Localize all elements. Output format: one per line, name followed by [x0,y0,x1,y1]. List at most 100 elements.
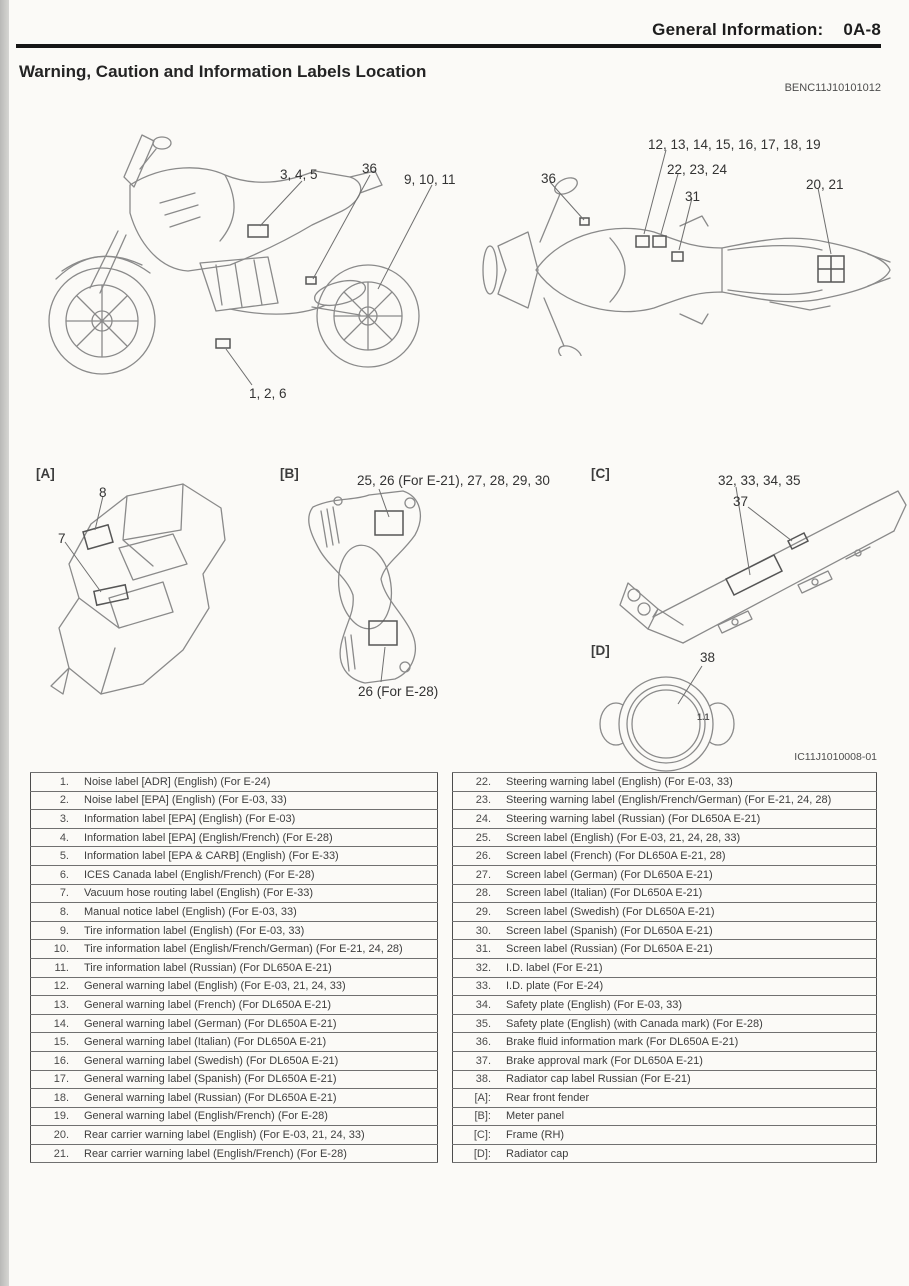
row-description: Screen label (Swedish) (For DL650A E-21) [498,902,877,922]
row-description: Safety plate (English) (For E-03, 33) [498,995,877,1015]
table-row: 14.General warning label (German) (For D… [30,1013,438,1034]
row-number: 5. [30,846,76,866]
callout-36-side: 36 [362,161,378,176]
row-number: 18. [30,1088,76,1108]
row-description: General warning label (French) (For DL65… [76,995,438,1015]
callout-22-23-24: 22, 23, 24 [667,162,728,177]
table-row: 38.Radiator cap label Russian (For E-21) [452,1069,877,1090]
row-number: 4. [30,827,76,848]
table-row: 35.Safety plate (English) (with Canada m… [452,1013,877,1034]
document-code: BENC11J10101012 [784,82,881,94]
row-number: 14. [30,1013,76,1034]
radiator-cap-drawing [599,665,735,772]
row-number: 32. [452,957,498,978]
row-number: 26. [452,846,498,866]
callout-8: 8 [99,485,107,500]
row-number: 36. [452,1032,498,1052]
row-description: Information label [EPA] (English) (For E… [76,809,438,829]
row-number: 19. [30,1106,76,1127]
row-description: Manual notice label (English) (For E-03,… [76,902,438,922]
detail-c-tag: [C] [591,466,610,481]
row-description: General warning label (German) (For DL65… [76,1013,438,1034]
table-row: 7.Vacuum hose routing label (English) (F… [30,883,438,904]
table-row: 13.General warning label (French) (For D… [30,995,438,1015]
table-row: 8.Manual notice label (English) (For E-0… [30,902,438,922]
row-description: General warning label (English/French) (… [76,1106,438,1127]
row-number: 24. [452,809,498,829]
table-row: 1.Noise label [ADR] (English) (For E-24) [30,772,438,792]
table-row: 24.Steering warning label (Russian) (For… [452,809,877,829]
header-section-title: General Information: [652,20,824,39]
row-number: 15. [30,1032,76,1052]
table-row: 36.Brake fluid information mark (For DL6… [452,1032,877,1052]
label-table-right: 22.Steering warning label (English) (For… [452,772,877,1164]
row-description: General warning label (Spanish) (For DL6… [76,1069,438,1090]
callout-12-19: 12, 13, 14, 15, 16, 17, 18, 19 [648,137,821,152]
callout-31: 31 [685,189,701,204]
row-description: Safety plate (English) (with Canada mark… [498,1013,877,1034]
row-number: 9. [30,920,76,941]
table-row: 34.Safety plate (English) (For E-03, 33) [452,995,877,1015]
table-row: 26.Screen label (French) (For DL650A E-2… [452,846,877,866]
table-row: 28.Screen label (Italian) (For DL650A E-… [452,883,877,904]
header-rule [16,44,881,48]
table-row: 25.Screen label (English) (For E-03, 21,… [452,827,877,848]
row-number: [D]: [452,1143,498,1164]
table-row: 37.Brake approval mark (For DL650A E-21) [452,1050,877,1071]
callout-26-e28: 26 (For E-28) [358,684,439,699]
table-row: [B]:Meter panel [452,1106,877,1127]
row-number: 28. [452,883,498,904]
callout-9-10-11: 9, 10, 11 [404,172,456,187]
row-number: 34. [452,995,498,1015]
row-description: Screen label (Italian) (For DL650A E-21) [498,883,877,904]
row-description: Frame (RH) [498,1125,877,1145]
table-row: [D]:Radiator cap [452,1143,877,1164]
row-description: Brake fluid information mark (For DL650A… [498,1032,877,1052]
row-description: Tire information label (English) (For E-… [76,920,438,941]
row-description: Radiator cap label Russian (For E-21) [498,1069,877,1090]
row-description: Screen label (Russian) (For DL650A E-21) [498,939,877,959]
table-row: 9.Tire information label (English) (For … [30,920,438,941]
row-description: General warning label (Italian) (For DL6… [76,1032,438,1052]
callout-38: 38 [700,650,716,665]
row-description: Screen label (English) (For E-03, 21, 24… [498,827,877,848]
row-number: 23. [452,790,498,811]
row-number: 2. [30,790,76,811]
row-number: 22. [452,772,498,792]
callout-20-21: 20, 21 [806,177,844,192]
callout-7: 7 [58,531,66,546]
table-row: 21.Rear carrier warning label (English/F… [30,1143,438,1164]
row-number: 35. [452,1013,498,1034]
row-number: 33. [452,976,498,997]
detail-d-tag: [D] [591,643,610,658]
row-description: Rear carrier warning label (English) (Fo… [76,1125,438,1145]
row-number: 17. [30,1069,76,1090]
row-number: 29. [452,902,498,922]
row-description: Rear carrier warning label (English/Fren… [76,1143,438,1164]
row-description: Meter panel [498,1106,877,1127]
table-row: 29.Screen label (Swedish) (For DL650A E-… [452,902,877,922]
row-number: 6. [30,864,76,885]
table-row: 20.Rear carrier warning label (English) … [30,1125,438,1145]
row-number: [C]: [452,1125,498,1145]
table-row: 16.General warning label (Swedish) (For … [30,1050,438,1071]
motorcycle-side-view-drawing [48,134,433,386]
row-number: 30. [452,920,498,941]
table-row: 12.General warning label (English) (For … [30,976,438,997]
row-number: 37. [452,1050,498,1071]
row-description: Steering warning label (English) (For E-… [498,772,877,792]
row-number: 16. [30,1050,76,1071]
callout-3-4-5: 3, 4, 5 [280,167,318,182]
table-row: 3.Information label [EPA] (English) (For… [30,809,438,829]
row-number: 21. [30,1143,76,1164]
meter-panel-drawing [308,488,421,684]
row-description: Screen label (German) (For DL650A E-21) [498,864,877,885]
table-row: [A]:Rear front fender [452,1088,877,1108]
table-row: 22.Steering warning label (English) (For… [452,772,877,792]
row-description: Tire information label (English/French/G… [76,939,438,959]
figure-code: IC11J1010008-01 [794,751,877,763]
row-description: Information label [EPA & CARB] (English)… [76,846,438,866]
table-row: 2.Noise label [EPA] (English) (For E-03,… [30,790,438,811]
table-row: 15.General warning label (Italian) (For … [30,1032,438,1052]
